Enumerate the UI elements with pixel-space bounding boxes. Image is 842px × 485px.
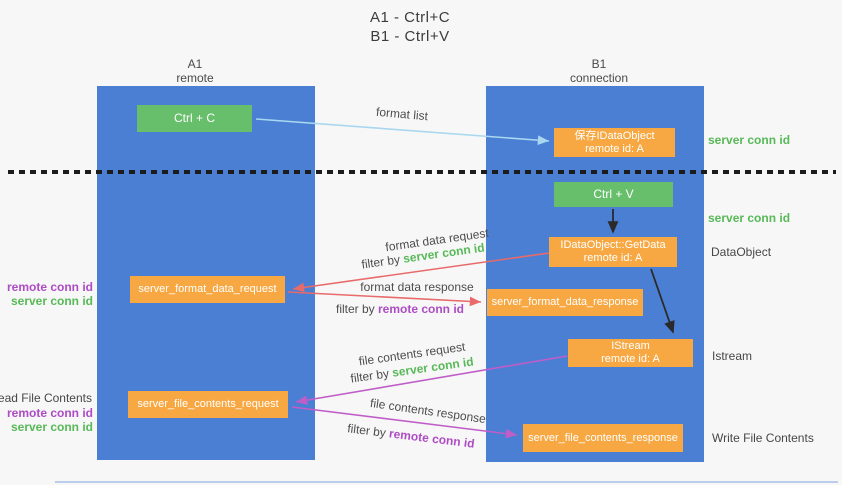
node-save-dataobject: 保存IDataObject remote id: A bbox=[554, 128, 675, 157]
label-remote-conn-id-format: remote conn id bbox=[6, 280, 93, 294]
node-ctrl-c: Ctrl + C bbox=[137, 105, 252, 132]
column-b-id: B1 bbox=[591, 57, 607, 71]
remote-conn-id-text-2: remote conn id bbox=[388, 426, 476, 451]
title-line-2: B1 - Ctrl+V bbox=[370, 28, 450, 45]
label-dataobject: DataObject bbox=[711, 245, 772, 259]
node-istream: IStream remote id: A bbox=[568, 339, 693, 367]
node-format-response: server_format_data_response bbox=[487, 289, 643, 316]
node-file-response-label: server_file_contents_response bbox=[528, 431, 678, 444]
column-b-header: B1 connection bbox=[534, 57, 664, 85]
node-file-response: server_file_contents_response bbox=[523, 424, 683, 452]
label-remote-conn-id-file: remote conn id bbox=[6, 406, 93, 420]
filter-by-text-2: filter by bbox=[335, 302, 378, 316]
remote-conn-id-text-1: remote conn id bbox=[378, 302, 465, 316]
label-format-data-response: format data response bbox=[360, 280, 474, 294]
node-save-dataobject-line1: 保存IDataObject bbox=[574, 129, 655, 142]
column-a-header: A1 remote bbox=[130, 57, 260, 85]
node-ctrl-v: Ctrl + V bbox=[554, 182, 673, 207]
label-server-conn-id-file: server conn id bbox=[10, 420, 93, 434]
label-filter-remote-conn-1: filter by remote conn id bbox=[336, 302, 464, 316]
node-format-request-label: server_format_data_request bbox=[138, 283, 277, 295]
label-server-conn-id-mid: server conn id bbox=[708, 211, 791, 225]
node-istream-line1: IStream bbox=[611, 340, 650, 352]
node-getdata-line1: IDataObject::GetData bbox=[560, 239, 666, 251]
column-a-id: A1 bbox=[187, 57, 203, 71]
label-read-file-contents: Read File Contents bbox=[0, 391, 92, 405]
node-save-dataobject-line2: remote id: A bbox=[585, 142, 644, 155]
node-format-response-label: server_format_data_response bbox=[491, 296, 639, 308]
session-divider bbox=[8, 170, 836, 174]
node-format-request: server_format_data_request bbox=[130, 276, 285, 303]
node-file-request: server_file_contents_request bbox=[128, 391, 288, 418]
node-istream-line2: remote id: A bbox=[601, 353, 660, 365]
node-ctrl-v-label: Ctrl + V bbox=[593, 187, 634, 201]
label-write-file-contents: Write File Contents bbox=[712, 431, 814, 445]
node-file-request-label: server_file_contents_request bbox=[137, 398, 279, 410]
label-server-conn-id-top: server conn id bbox=[708, 133, 791, 147]
label-file-contents-response: file contents response bbox=[369, 395, 487, 427]
column-b-name: connection bbox=[569, 71, 629, 85]
title-line-1: A1 - Ctrl+C bbox=[369, 9, 451, 26]
label-istream: Istream bbox=[712, 349, 753, 363]
label-server-conn-id-format: server conn id bbox=[10, 294, 93, 308]
diagram-title: A1 - Ctrl+C B1 - Ctrl+V bbox=[300, 8, 520, 46]
node-getdata-line2: remote id: A bbox=[583, 252, 643, 264]
label-filter-remote-conn-2: filter by remote conn id bbox=[347, 421, 476, 450]
filter-by-text-1: filter by bbox=[360, 251, 405, 272]
node-getdata: IDataObject::GetData remote id: A bbox=[549, 237, 677, 267]
column-a-name: remote bbox=[176, 71, 214, 85]
filter-by-text-4: filter by bbox=[346, 421, 391, 441]
filter-by-text-3: filter by bbox=[349, 365, 394, 386]
label-format-list: format list bbox=[375, 104, 429, 124]
bottom-edge-strip bbox=[55, 481, 838, 483]
node-ctrl-c-label: Ctrl + C bbox=[173, 111, 215, 125]
